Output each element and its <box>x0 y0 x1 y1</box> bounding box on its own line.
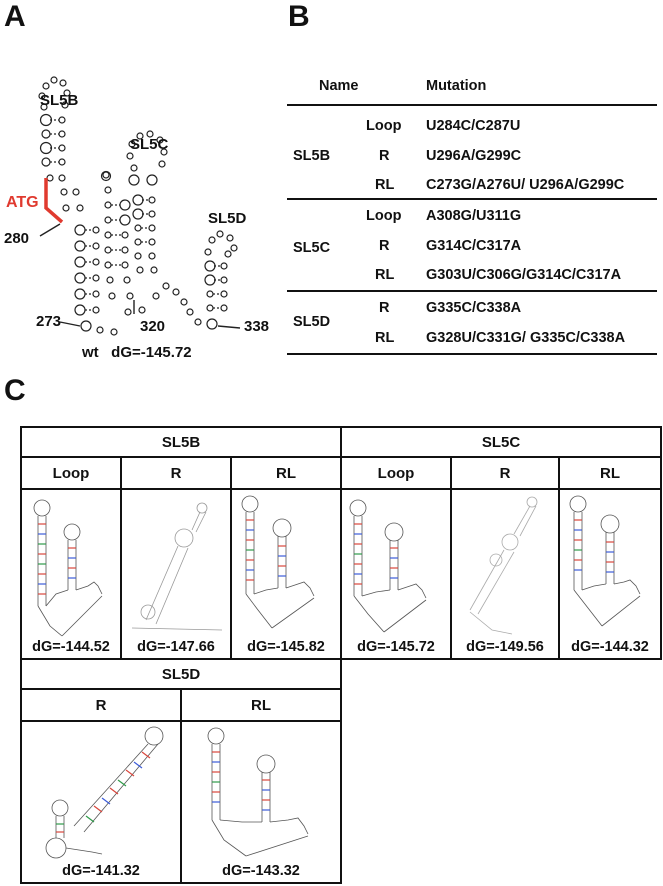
structure-cell-sl5b-loop: dG=-144.52 <box>20 488 122 660</box>
type-cell: RL <box>375 177 395 193</box>
type-cell: RL <box>375 267 395 283</box>
wt-structure-diagram <box>38 76 241 336</box>
type-cell: Loop <box>366 118 402 134</box>
structure-cell-sl5c-r: dG=-149.56 <box>450 488 560 660</box>
panel-label-c: C <box>4 374 26 407</box>
subheader-label: R <box>499 464 511 482</box>
rna-structure-three-stem <box>569 495 641 627</box>
panel-label-a: A <box>4 0 26 33</box>
type-cell: R <box>379 148 390 164</box>
structure-cell-sl5c-rl: dG=-144.32 <box>558 488 662 660</box>
subheader-sl5d-r: R <box>20 688 182 722</box>
group-sl5c: SL5C <box>293 240 331 256</box>
subheader-sl5c-loop: Loop <box>340 456 452 490</box>
type-cell: R <box>379 238 390 254</box>
position-338: 338 <box>244 318 270 335</box>
subheader-label: RL <box>251 696 271 714</box>
group-header-label: SL5B <box>161 433 201 451</box>
rna-structure-three-stem <box>349 499 427 633</box>
sl5c-stem <box>100 130 168 300</box>
subheader-sl5d-rl: RL <box>180 688 342 722</box>
dg-value: dG=-144.52 <box>32 639 110 655</box>
mutation-cell: G314C/C317A <box>426 238 522 254</box>
table-rule <box>287 290 657 292</box>
group-header-sl5b: SL5B <box>20 426 342 458</box>
rna-structure-single-stem <box>131 502 223 631</box>
dg-value: dG=-143.32 <box>222 863 300 879</box>
group-header-label: SL5C <box>481 433 521 451</box>
sl5d-stem <box>204 230 238 330</box>
dg-value: dG=-141.32 <box>62 863 140 879</box>
rna-structure-three-stem <box>33 499 103 637</box>
rna-structure-two-stem <box>45 726 164 859</box>
mutation-cell: U284C/C287U <box>426 118 521 134</box>
mutation-cell: G328U/C331G/ G335C/C338A <box>426 330 626 346</box>
position-273: 273 <box>36 313 62 330</box>
structure-cell-sl5d-rl: dG=-143.32 <box>180 720 342 884</box>
structure-cell-sl5b-r: dG=-147.66 <box>120 488 232 660</box>
subheader-sl5b-r: R <box>120 456 232 490</box>
dg-value: dG=-144.32 <box>571 639 649 655</box>
mutation-cell: G303U/C306G/G314C/C317A <box>426 267 622 283</box>
label-sl5d: SL5D <box>208 210 247 227</box>
mutation-cell: G335C/C338A <box>426 300 522 316</box>
subheader-sl5c-rl: RL <box>558 456 662 490</box>
table-rule <box>287 198 657 200</box>
dg-value: dG=-147.66 <box>137 639 215 655</box>
dg-value: dG=-145.82 <box>247 639 325 655</box>
subheader-sl5c-r: R <box>450 456 560 490</box>
rna-structure-single-stem <box>469 496 538 635</box>
table-header-name: Name <box>319 78 359 94</box>
label-atg: ATG <box>6 194 39 211</box>
table-rule-bottom <box>287 353 657 355</box>
panel-a-structure <box>0 60 285 370</box>
position-280: 280 <box>4 230 30 247</box>
mutation-cell: U296A/G299C <box>426 148 522 164</box>
mutation-cell: A308G/U311G <box>426 208 522 224</box>
type-cell: R <box>379 300 390 316</box>
subheader-label: Loop <box>52 464 90 482</box>
structure-cell-sl5c-loop: dG=-145.72 <box>340 488 452 660</box>
group-sl5d: SL5D <box>293 314 331 330</box>
rna-structure-three-stem <box>241 495 315 629</box>
subheader-sl5b-rl: RL <box>230 456 342 490</box>
type-cell: Loop <box>366 208 402 224</box>
label-sl5c: SL5C <box>130 136 169 153</box>
structure-cell-sl5d-r: dG=-141.32 <box>20 720 182 884</box>
subheader-label: RL <box>600 464 620 482</box>
label-sl5b: SL5B <box>40 92 79 109</box>
type-cell: RL <box>375 330 395 346</box>
wt-dg-caption: wt dG=-145.72 <box>82 344 192 361</box>
mutation-cell: C273G/A276U/ U296A/G299C <box>426 177 625 193</box>
subheader-label: Loop <box>377 464 415 482</box>
rna-structure-three-stem <box>207 727 309 857</box>
position-320: 320 <box>140 318 166 335</box>
dg-value: dG=-145.72 <box>357 639 435 655</box>
table-rule-top <box>287 104 657 106</box>
subheader-sl5b-loop: Loop <box>20 456 122 490</box>
group-header-label: SL5D <box>161 665 201 683</box>
group-header-sl5d: SL5D <box>20 658 342 690</box>
group-header-sl5c: SL5C <box>340 426 662 458</box>
panel-label-b: B <box>288 0 310 33</box>
subheader-label: R <box>95 696 107 714</box>
subheader-label: R <box>170 464 182 482</box>
lower-left-stem <box>74 224 100 332</box>
structure-cell-sl5b-rl: dG=-145.82 <box>230 488 342 660</box>
dg-value: dG=-149.56 <box>466 639 544 655</box>
multibranch-junction <box>96 282 202 336</box>
subheader-label: RL <box>276 464 296 482</box>
atg-highlight <box>44 178 64 224</box>
table-header-mutation: Mutation <box>426 78 487 94</box>
group-sl5b: SL5B <box>293 148 331 164</box>
